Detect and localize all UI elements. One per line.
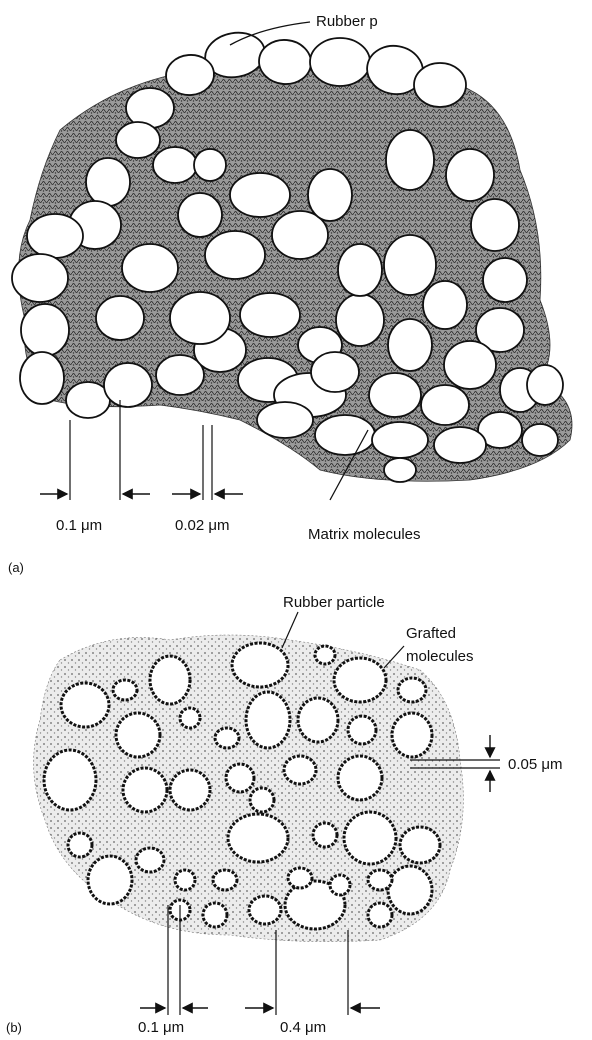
rubber-particle-grafted: [113, 680, 137, 700]
rubber-particle: [372, 422, 428, 458]
rubber-particle-grafted: [228, 814, 288, 862]
rubber-particle-grafted: [150, 656, 190, 704]
rubber-particle-grafted: [88, 856, 132, 904]
rubber-particle-grafted: [338, 756, 382, 800]
rubber-particle: [12, 254, 68, 302]
rubber-particle: [170, 292, 230, 344]
rubber-particle-grafted: [400, 827, 440, 863]
rubber-particle: [104, 363, 152, 407]
rubber-particle: [336, 294, 384, 346]
rubber-particle: [338, 244, 382, 296]
panel-label-a: (a): [8, 560, 24, 575]
rubber-particle: [414, 63, 466, 107]
rubber-particle: [423, 281, 467, 329]
rubber-particle: [310, 38, 370, 86]
rubber-particle: [194, 149, 226, 181]
rubber-particle: [96, 296, 144, 340]
rubber-particle-grafted: [313, 823, 337, 847]
matrix-label: Matrix molecules: [308, 526, 421, 543]
rubber-particle: [116, 122, 160, 158]
rubber-particle-grafted: [348, 716, 376, 744]
rubber-particle-grafted: [368, 870, 392, 890]
rubber-particle-grafted: [68, 833, 92, 857]
rubber-particle-grafted: [175, 870, 195, 890]
rubber-particle: [153, 147, 197, 183]
rubber-particle-grafted: [368, 903, 392, 927]
rubber-particle-grafted: [398, 678, 426, 702]
rubber-particle: [446, 149, 494, 201]
rubber-particle-grafted: [213, 870, 237, 890]
rubber-particle: [240, 293, 300, 337]
rubber-particle: [178, 193, 222, 237]
panel-b: Rubber particle Grafted molecules 0.05 μ…: [6, 594, 563, 1035]
rubber-particle-grafted: [315, 646, 335, 664]
rubber-particle-grafted: [250, 788, 274, 812]
rubber-particle: [522, 424, 558, 456]
rubber-particle-grafted: [170, 770, 210, 810]
panel-a: Rubber p Matrix molecules 0.1 μm 0.02 μm…: [8, 13, 572, 575]
rubber-particle: [434, 427, 486, 463]
rubber-particle-grafted: [136, 848, 164, 872]
rubber-particle-grafted: [284, 756, 316, 784]
rubber-particle: [27, 214, 83, 258]
rubber-particle: [86, 158, 130, 206]
rubber-particle-grafted: [334, 658, 386, 702]
rubber-particle-grafted: [61, 683, 109, 727]
dim-label-0-05: 0.05 μm: [508, 756, 563, 773]
rubber-particle: [384, 458, 416, 482]
rubber-particle: [311, 352, 359, 392]
rubber-particle-grafted: [330, 875, 350, 895]
rubber-particle-grafted: [288, 868, 312, 888]
rubber-particle-grafted: [116, 713, 160, 757]
dim-label-0-1-b: 0.1 μm: [138, 1019, 184, 1035]
rubber-particle: [257, 402, 313, 438]
dim-label-0-1: 0.1 μm: [56, 517, 102, 534]
panel-label-b: (b): [6, 1020, 22, 1035]
rubber-particle: [444, 341, 496, 389]
grafted-label-2: molecules: [406, 648, 474, 665]
rubber-particle: [384, 235, 436, 295]
rubber-particle: [369, 373, 421, 417]
rubber-particle: [421, 385, 469, 425]
rubber-particle: [20, 352, 64, 404]
rubber-particle: [308, 169, 352, 221]
rubber-particle-grafted: [232, 643, 288, 687]
rubber-particle: [21, 304, 69, 356]
rubber-particle: [471, 199, 519, 251]
rubber-particle-grafted: [388, 866, 432, 914]
rubber-particle: [388, 319, 432, 371]
rubber-particle-grafted: [392, 713, 432, 757]
rubber-particle: [230, 173, 290, 217]
rubber-particle: [386, 130, 434, 190]
rubber-particle-grafted: [203, 903, 227, 927]
rubber-particle-grafted: [246, 692, 290, 748]
rubber-particle-grafted: [249, 896, 281, 924]
rubber-particle-grafted: [180, 708, 200, 728]
rubber-particle-grafted: [344, 812, 396, 864]
rubber-particle: [527, 365, 563, 405]
rubber-label-a: Rubber p: [316, 13, 378, 30]
rubber-particle: [122, 244, 178, 292]
rubber-particle: [205, 231, 265, 279]
rubber-particle-grafted: [215, 728, 239, 748]
rubber-particle-grafted: [298, 698, 338, 742]
rubber-particle-grafted: [123, 768, 167, 812]
dim-label-0-4: 0.4 μm: [280, 1019, 326, 1035]
rubber-particle-grafted: [226, 764, 254, 792]
grafted-label-1: Grafted: [406, 625, 456, 642]
rubber-label-b: Rubber particle: [283, 594, 385, 611]
rubber-particle-grafted: [44, 750, 96, 810]
rubber-particle: [483, 258, 527, 302]
dim-label-0-02: 0.02 μm: [175, 517, 230, 534]
